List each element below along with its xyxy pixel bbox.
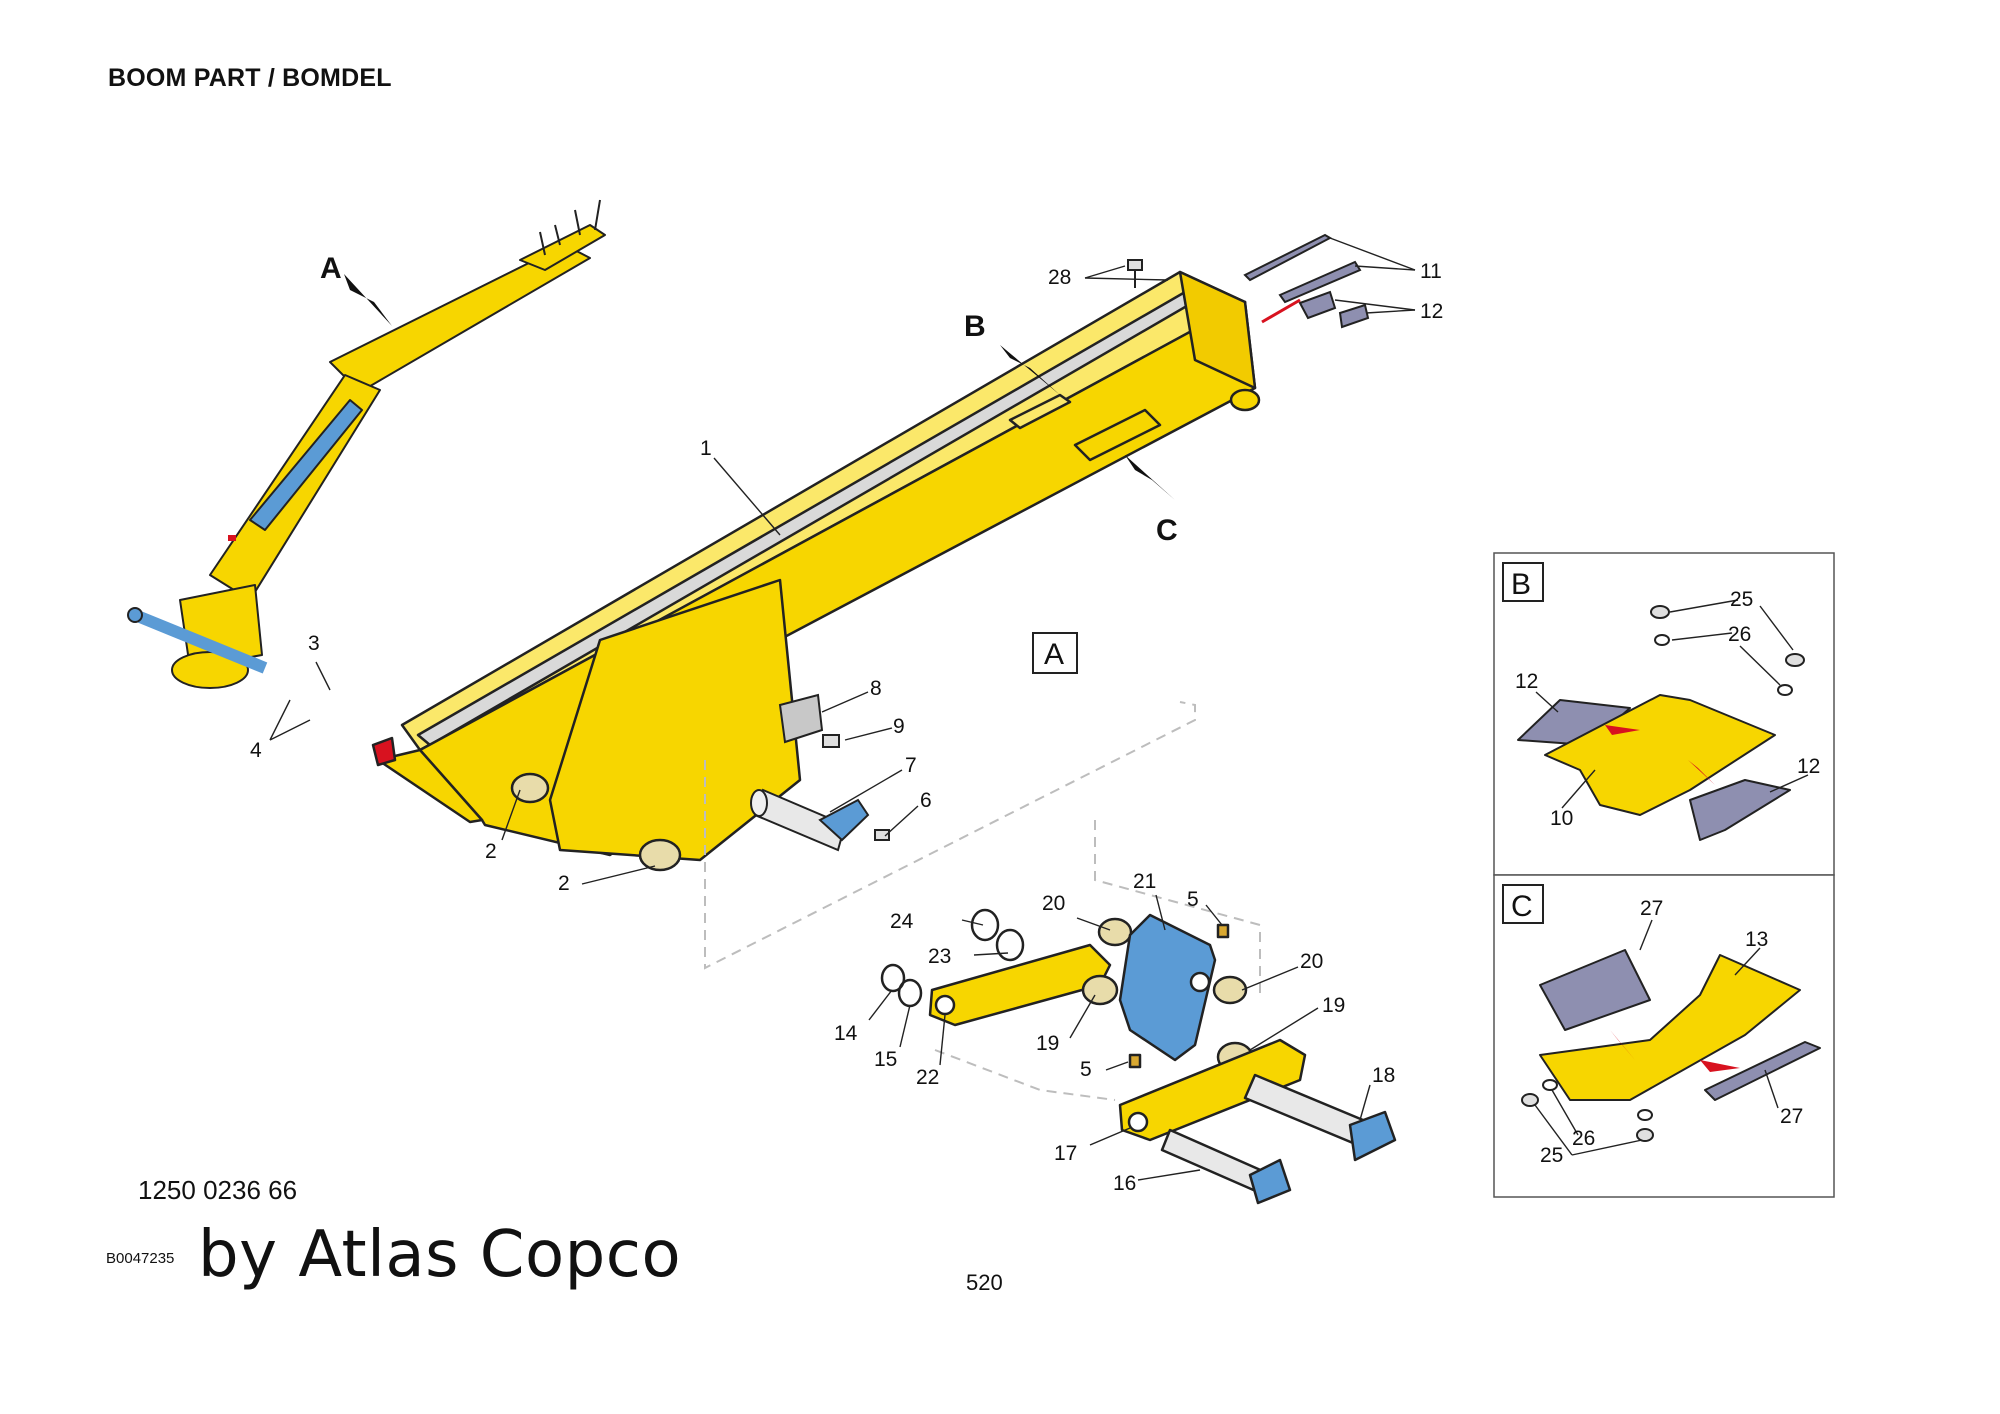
detail-c-callout-26: 26 — [1572, 1127, 1595, 1150]
callout-9: 9 — [893, 715, 905, 738]
page-title: BOOM PART / BOMDEL — [108, 64, 392, 92]
detail-b-callout-10: 10 — [1550, 807, 1573, 830]
detail-a-frame — [1032, 632, 1078, 674]
callout-2-upper: 2 — [485, 840, 497, 863]
callout-4: 4 — [250, 739, 262, 762]
detail-b-label: B — [1511, 568, 1531, 601]
callout-1: 1 — [700, 437, 712, 460]
detail-c-callout-25: 25 — [1540, 1144, 1563, 1167]
callout-18: 18 — [1372, 1064, 1395, 1087]
callout-22: 22 — [916, 1066, 939, 1089]
pin-assembly-illustration — [750, 693, 890, 852]
callout-24: 24 — [890, 910, 914, 933]
view-label-a: A — [320, 252, 342, 285]
callout-17: 17 — [1054, 1142, 1077, 1165]
callout-2-lower: 2 — [558, 872, 570, 895]
detail-c-panel: C 27 13 27 26 25 — [1493, 874, 1835, 1198]
view-label-c: C — [1156, 514, 1178, 547]
boom-overview-illustration — [127, 199, 606, 689]
callout-8: 8 — [870, 677, 882, 700]
callout-20-right: 20 — [1300, 950, 1323, 973]
callout-14: 14 — [834, 1022, 858, 1045]
detail-a-label: A — [1044, 638, 1064, 671]
detail-c-callout-27-bottom: 27 — [1780, 1105, 1803, 1128]
wear-plates-illustration — [1127, 233, 1370, 329]
callout-15: 15 — [874, 1048, 897, 1071]
page-number: 520 — [966, 1270, 1003, 1295]
detail-b-panel: B 25 26 12 12 10 — [1493, 552, 1835, 876]
callout-5-lower: 5 — [1080, 1058, 1092, 1081]
callout-23: 23 — [928, 945, 951, 968]
detail-c-callout-13: 13 — [1745, 928, 1768, 951]
detail-b-callout-12-left: 12 — [1515, 670, 1538, 693]
callout-leader-lines — [269, 237, 1416, 1181]
callout-11: 11 — [1420, 260, 1442, 283]
callout-21: 21 — [1133, 870, 1156, 893]
callout-19-left: 19 — [1036, 1032, 1059, 1055]
linkage-assembly-illustration — [880, 908, 1397, 1205]
callout-7: 7 — [905, 754, 917, 777]
callout-28: 28 — [1048, 266, 1071, 289]
detail-c-callout-27-top: 27 — [1640, 897, 1663, 920]
callout-numbers: 1 2 2 3 4 8 9 7 6 28 11 12 24 23 14 15 2… — [250, 260, 1443, 1195]
document-code: B0047235 — [106, 1250, 175, 1267]
callout-16: 16 — [1113, 1172, 1136, 1195]
part-number: 1250 0236 66 — [138, 1175, 298, 1205]
boom-beam-illustration — [371, 270, 1261, 872]
callout-20-left: 20 — [1042, 892, 1065, 915]
detail-b-callout-26: 26 — [1728, 623, 1751, 646]
detail-c-label: C — [1511, 890, 1533, 923]
callout-19-right: 19 — [1322, 994, 1345, 1017]
watermark: by Atlas Copco — [198, 1218, 682, 1292]
detail-b-callout-25: 25 — [1730, 588, 1753, 611]
detail-b-callout-12-right: 12 — [1797, 755, 1820, 778]
callout-5-upper: 5 — [1187, 888, 1199, 911]
callout-3: 3 — [308, 632, 320, 655]
callout-12: 12 — [1420, 300, 1443, 323]
callout-6: 6 — [920, 789, 932, 812]
exploded-view-guide-lines — [704, 701, 1261, 1101]
view-label-b: B — [964, 310, 986, 343]
view-arrows — [344, 274, 1175, 500]
